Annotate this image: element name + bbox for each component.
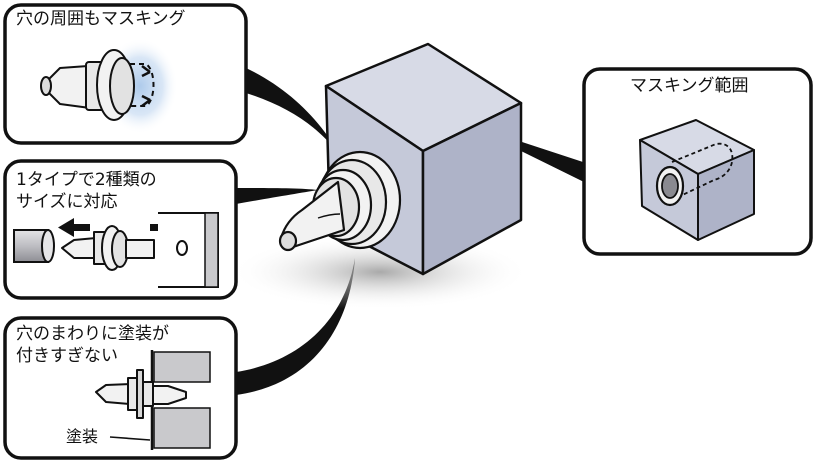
caption-bottom-left-line2: 付きすぎない [16,346,118,366]
arrow-left-icon [58,218,90,237]
wedge-top-left [246,68,352,178]
wedge-bottom-left [236,258,355,395]
top-left-plug [40,49,155,121]
wedge-middle-left [236,188,318,204]
caption-top-left: 穴の周囲もマスキング [16,9,186,29]
caption-middle-left-line1: 1タイプで2種類の [16,170,157,190]
small-pipe [13,229,55,263]
caption-right: マスキング範囲 [630,76,749,96]
cube [230,42,530,310]
panel-right [582,67,813,256]
main-plug [278,150,402,252]
caption-bottom-left-line1: 穴のまわりに塗装が [16,324,169,344]
panel-top-left [3,3,248,145]
wall-with-hole [158,212,219,288]
paint-leader-line [109,436,151,441]
panel-middle-left [3,159,238,300]
masking-range-block [639,119,755,241]
middle-plug [61,225,155,271]
connector-wedges [236,68,586,395]
paint-label: 塗装 [66,427,99,446]
wedge-right [519,141,586,183]
cube-right-face [421,101,523,276]
caption-middle-left-line2: サイズに対応 [16,192,118,212]
panel-bottom-left [3,316,238,460]
wall-section [150,350,211,450]
bottom-plug [95,369,187,419]
